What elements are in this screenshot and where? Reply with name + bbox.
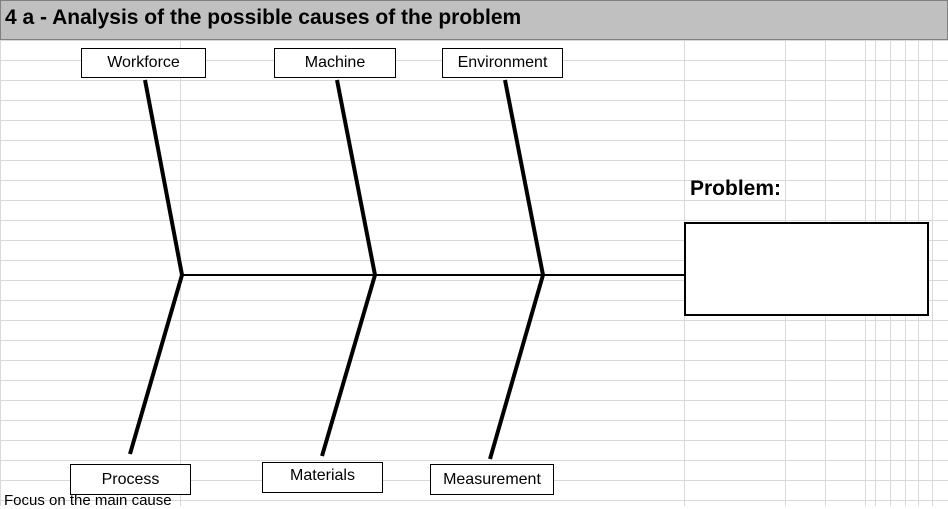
category-materials[interactable]: Materials (262, 462, 383, 493)
bone-machine (335, 79, 377, 276)
category-process[interactable]: Process (70, 464, 191, 495)
category-environment[interactable]: Environment (442, 48, 563, 78)
bone-measurement (488, 274, 545, 460)
problem-box[interactable] (684, 222, 929, 316)
category-machine[interactable]: Machine (274, 48, 396, 78)
section-title: 4 a - Analysis of the possible causes of… (5, 6, 522, 29)
bone-materials (320, 274, 377, 457)
category-measurement[interactable]: Measurement (430, 464, 554, 495)
footnote-text: Focus on the main cause (4, 492, 172, 509)
bone-environment (503, 79, 545, 276)
problem-label: Problem: (690, 177, 782, 200)
bone-process (128, 274, 184, 455)
section-header: 4 a - Analysis of the possible causes of… (0, 0, 948, 40)
bone-workforce (143, 79, 184, 276)
category-workforce[interactable]: Workforce (81, 48, 206, 78)
grid-column-line (932, 40, 933, 506)
